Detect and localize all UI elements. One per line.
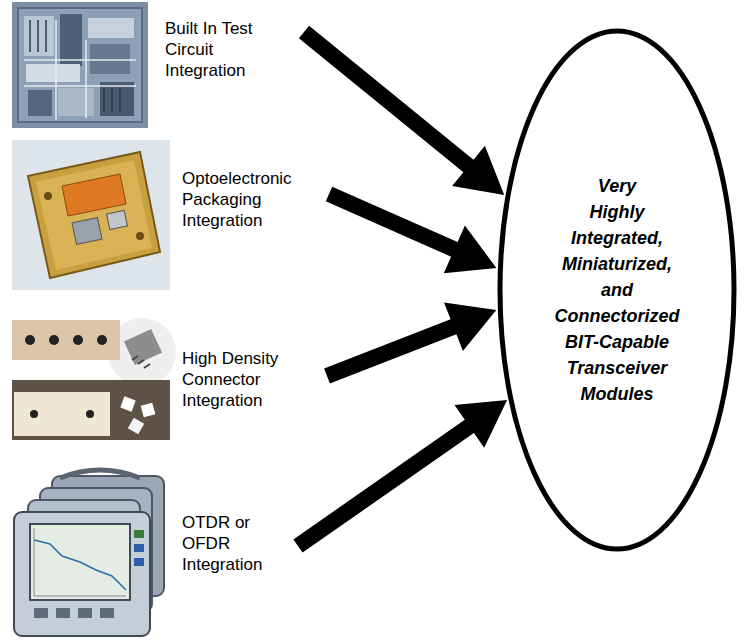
feature-label: Built In Test Circuit Integration (165, 18, 290, 81)
otdr-instruments (14, 470, 164, 636)
block-arrow (293, 400, 507, 553)
feature-label: High Density Connector Integration (182, 348, 307, 411)
connector-photos (12, 318, 176, 440)
goal-text: Very Highly Integrated, Miniaturized, an… (542, 173, 692, 407)
package-photo (12, 140, 170, 290)
block-arrow (326, 187, 497, 274)
block-arrow (299, 26, 504, 195)
ellipse-node: Very Highly Integrated, Miniaturized, an… (497, 28, 737, 552)
feature-label: OTDR or OFDR Integration (182, 512, 272, 575)
ellipse-shape (500, 31, 734, 549)
label-text: High Density Connector Integration (182, 348, 307, 411)
chip-photo (12, 2, 148, 128)
feature-label: Optoelectronic Packaging Integration (182, 168, 307, 231)
label-text: Built In Test Circuit Integration (165, 18, 290, 81)
label-text: OTDR or OFDR Integration (182, 512, 272, 575)
label-text: Optoelectronic Packaging Integration (182, 168, 307, 231)
block-arrow (324, 303, 496, 384)
